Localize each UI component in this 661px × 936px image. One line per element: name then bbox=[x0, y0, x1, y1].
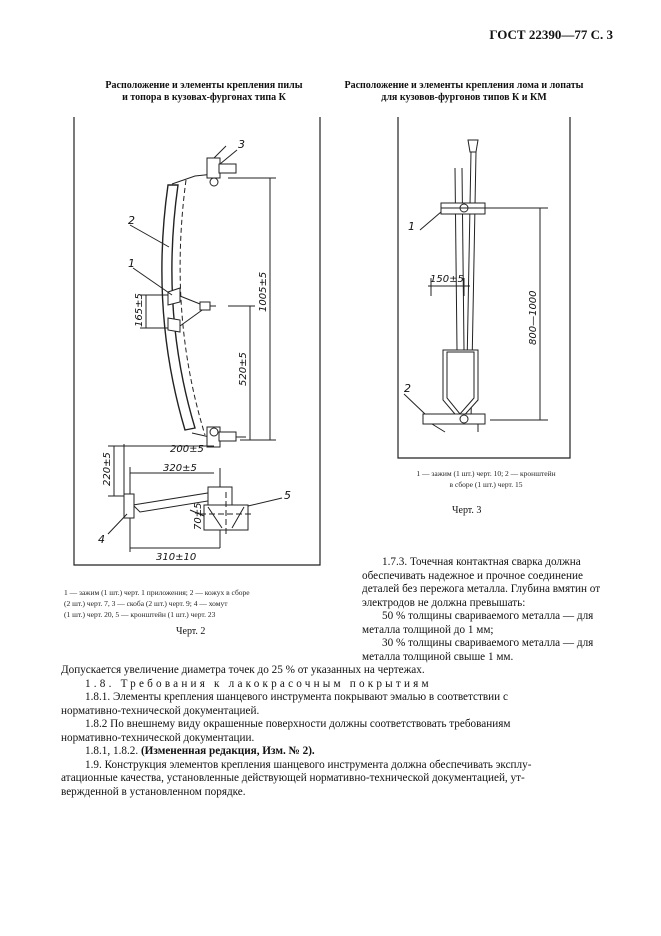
paragraph-1-9: 1.9. Конструкция элементов крепления шан… bbox=[85, 758, 532, 771]
left-title-line1: Расположение и элементы крепления пилы bbox=[105, 80, 303, 91]
section-1-8-heading: 1.8. Требования к лакокрасочным покрытия… bbox=[85, 677, 432, 690]
right-label-2: 2 bbox=[404, 382, 411, 395]
left-caption-line2: (2 шт.) черт. 7, 3 — скоба (2 шт.) черт.… bbox=[64, 599, 228, 608]
paragraph-1-8-1-cont: нормативно-технической документацией. bbox=[61, 704, 260, 717]
left-caption-line1: 1 — зажим (1 шт.) черт. 1 приложения; 2 … bbox=[64, 588, 250, 597]
text-line: металла толщиной до 1 мм; bbox=[362, 623, 494, 636]
dim-310: 310±10 bbox=[156, 552, 196, 563]
dim-220: 220±5 bbox=[102, 452, 113, 486]
page-header: ГОСТ 22390—77 С. 3 bbox=[489, 27, 613, 42]
text-line: 30 % толщины свариваемого металла — для bbox=[382, 637, 594, 649]
left-title-line2: и топора в кузовах-фургонах типа К bbox=[122, 92, 286, 103]
paragraph-1-9-cont: вержденной в установленном порядке. bbox=[61, 785, 246, 798]
text-1-7-3: 1.7.3. Точечная контактная сварка должна bbox=[382, 556, 581, 568]
left-label-3: 3 bbox=[238, 138, 245, 151]
paragraph-amendment: 1.8.1, 1.8.2. (Измененная редакция, Изм.… bbox=[61, 745, 611, 759]
dim-520: 520±5 bbox=[238, 352, 249, 386]
left-label-5: 5 bbox=[284, 489, 291, 502]
left-figure-title: Расположение и элементы крепления пилы и… bbox=[60, 80, 348, 104]
amendment-ref: 1.8.1, 1.8.2. bbox=[85, 745, 139, 757]
amendment-note: (Измененная редакция, Изм. № 2). bbox=[138, 745, 315, 757]
left-caption-line3: (1 шт.) черт. 20, 5 — кронштейн (1 шт.) … bbox=[64, 610, 216, 619]
left-label-4: 4 bbox=[98, 533, 105, 546]
right-figure-title: Расположение и элементы крепления лома и… bbox=[328, 80, 600, 104]
text-line: электродов не должна превышать: bbox=[362, 596, 526, 609]
right-label-1: 1 bbox=[408, 220, 415, 233]
dim-70: 70±5 bbox=[193, 503, 204, 530]
paragraph-1-9-cont: атационные качества, установленные дейст… bbox=[61, 772, 525, 784]
text-line: металла толщиной свыше 1 мм. bbox=[362, 650, 514, 663]
dim-200: 200±5 bbox=[170, 444, 204, 455]
left-label-1: 1 bbox=[128, 257, 135, 270]
right-caption: 1 — зажим (1 шт.) черт. 10; 2 — кронштей… bbox=[376, 468, 596, 490]
left-label-2: 2 bbox=[128, 214, 135, 227]
text-line: деталей без пережога металла. Глубина вм… bbox=[362, 583, 601, 595]
right-caption-line2: в сборе (1 шт.) черт. 15 bbox=[449, 480, 523, 489]
paragraph-1-8-2: 1.8.2 По внешнему виду окрашенные поверх… bbox=[85, 718, 511, 730]
right-title-line1: Расположение и элементы крепления лома и… bbox=[344, 80, 584, 91]
dim-150: 150±5 bbox=[430, 274, 464, 285]
paragraph-welding-note: Допускается увеличение диаметра точек до… bbox=[61, 664, 425, 676]
right-title-line2: для кузовов-фургонов типов К и КМ bbox=[381, 92, 547, 103]
paragraph-1-8-1: 1.8.1. Элементы крепления шанцевого инст… bbox=[85, 691, 508, 703]
dim-800-1000: 800—1000 bbox=[528, 290, 539, 345]
body-text: Допускается увеличение диаметра точек до… bbox=[61, 664, 611, 799]
text-line: обеспечивать надежное и прочное соединен… bbox=[362, 569, 583, 582]
right-figure-label: Черт. 3 bbox=[452, 505, 482, 516]
dim-320: 320±5 bbox=[163, 463, 197, 474]
dim-1005: 1005±5 bbox=[258, 272, 269, 312]
left-figure-label: Черт. 2 bbox=[176, 626, 206, 637]
text-line: 50 % толщины свариваемого металла — для bbox=[382, 610, 594, 622]
left-caption: 1 — зажим (1 шт.) черт. 1 приложения; 2 … bbox=[64, 587, 354, 620]
dim-165: 165±5 bbox=[134, 293, 145, 327]
right-column-text: 1.7.3. Точечная контактная сварка должна… bbox=[362, 556, 602, 664]
right-caption-line1: 1 — зажим (1 шт.) черт. 10; 2 — кронштей… bbox=[416, 469, 556, 478]
paragraph-1-8-2-cont: нормативно-технической документации. bbox=[61, 731, 255, 744]
